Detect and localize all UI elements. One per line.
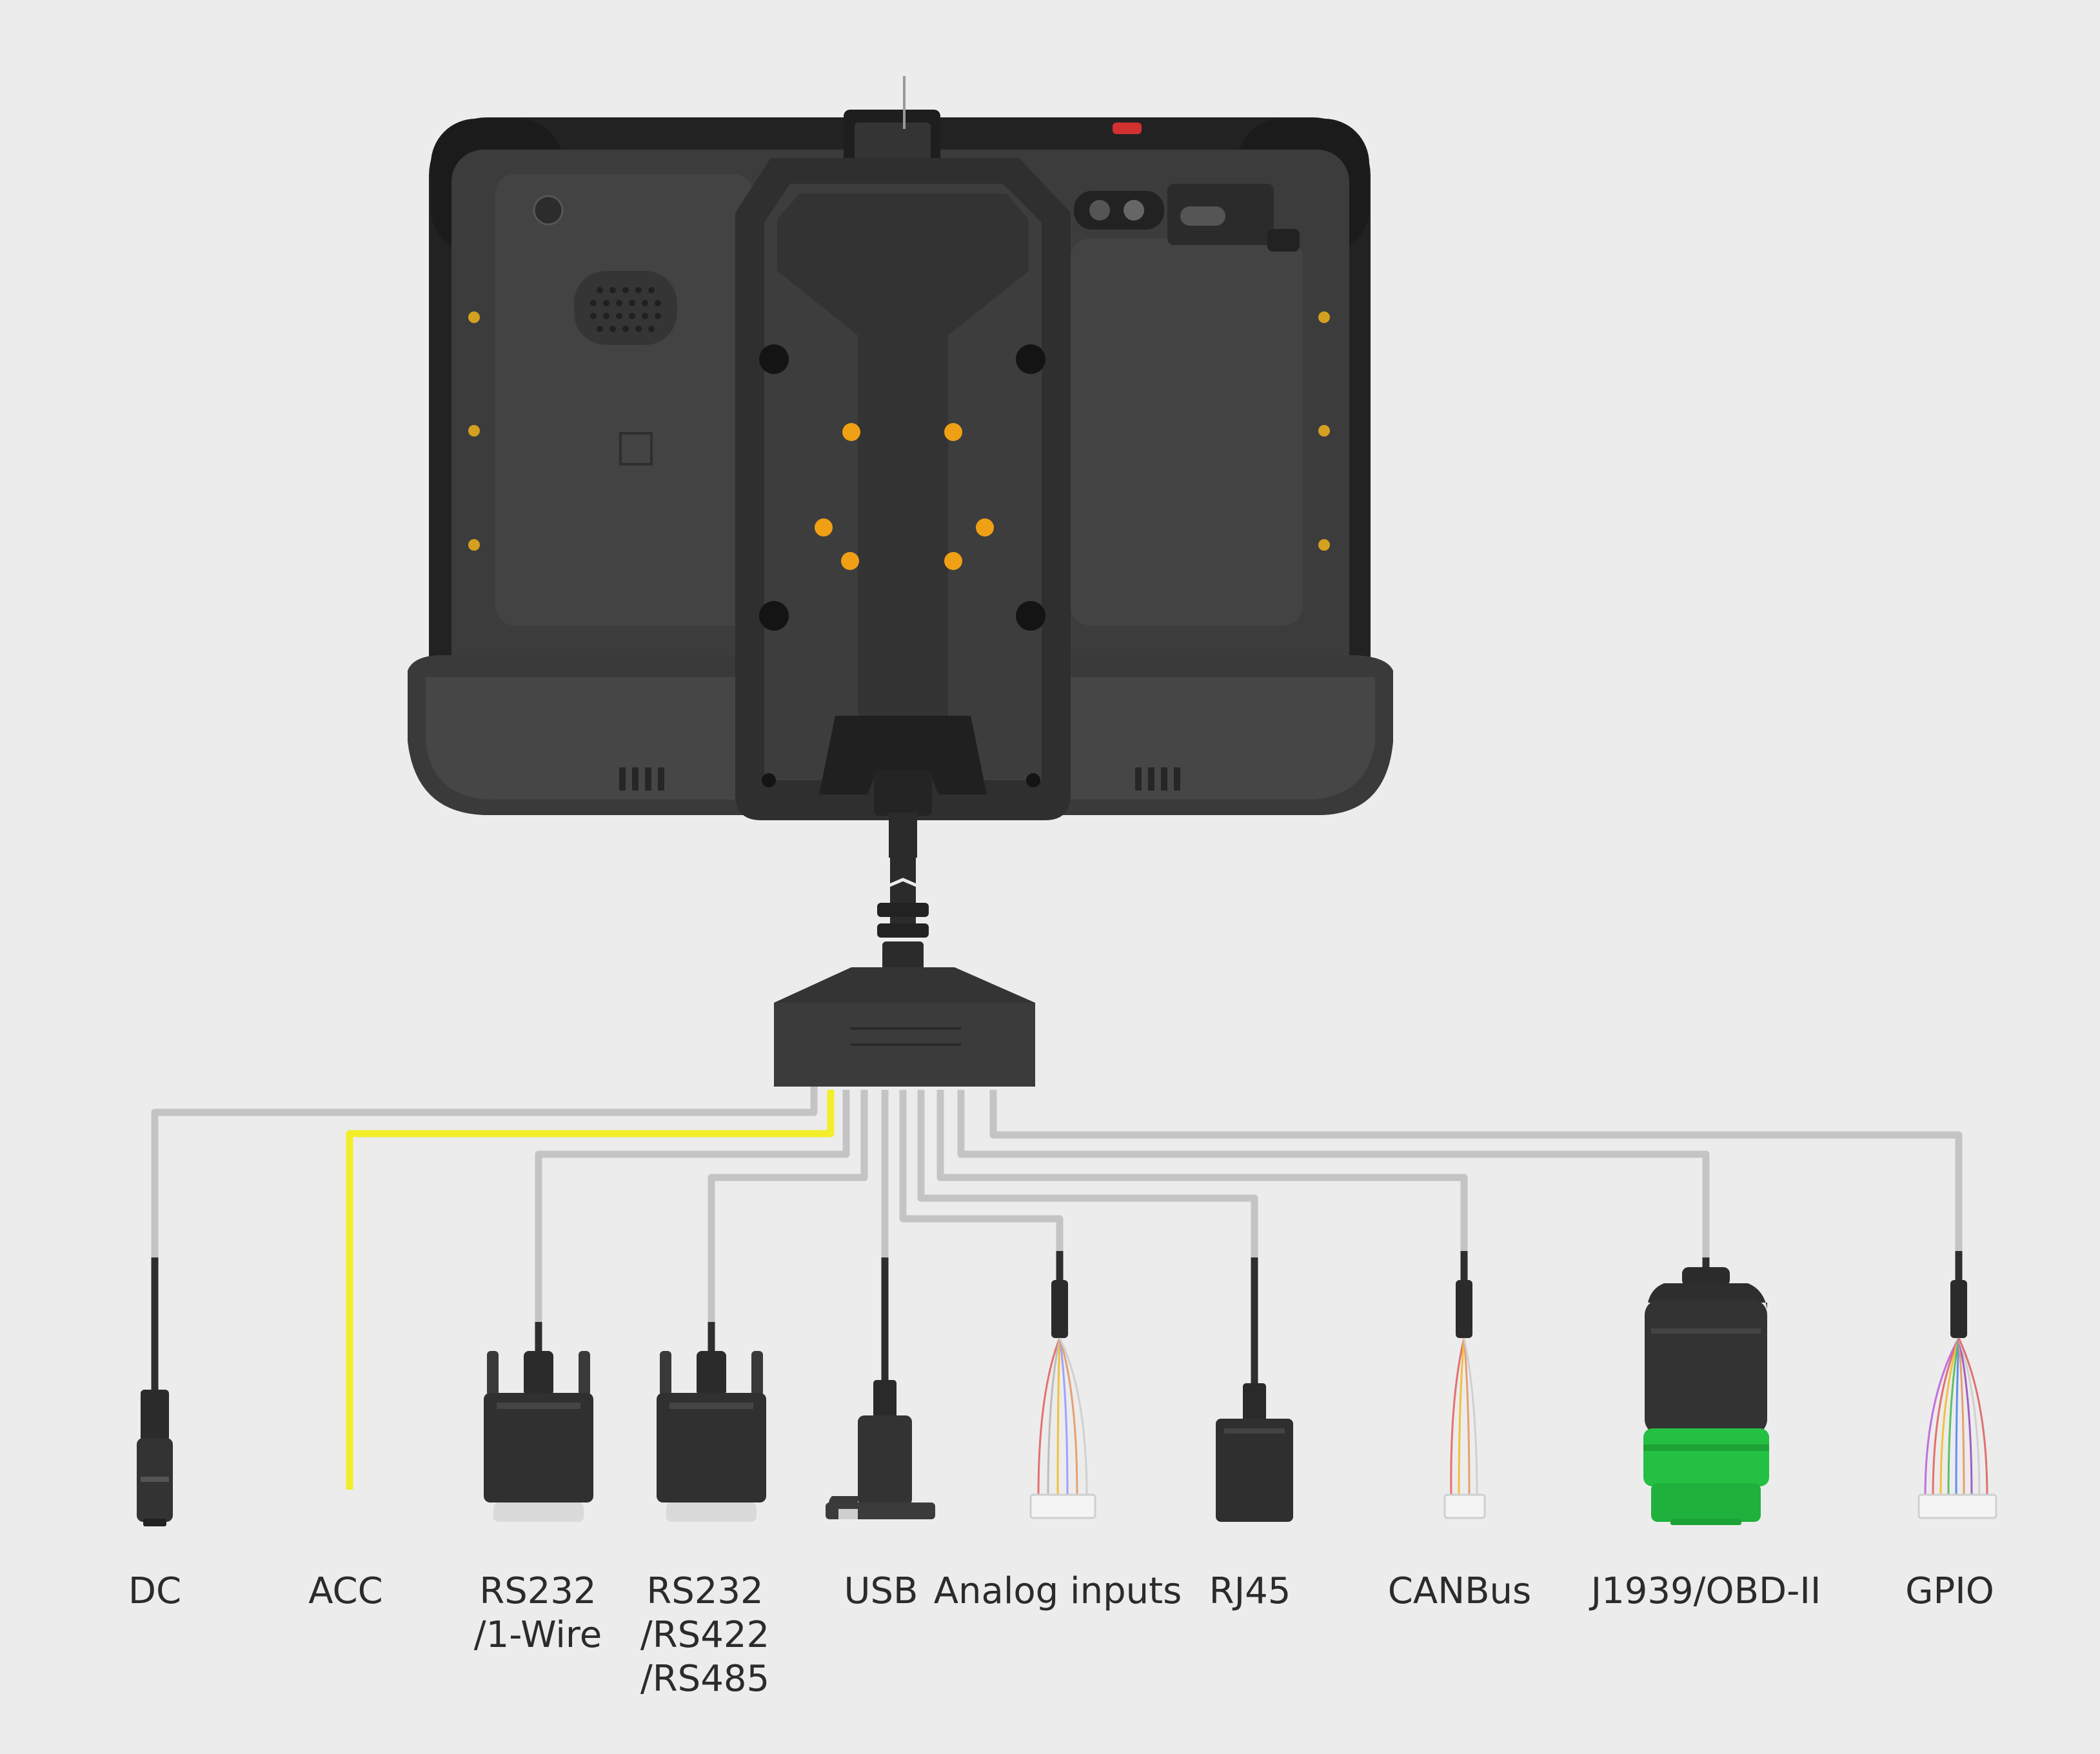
cable-dc [151,1087,818,1257]
mount-ridge [777,193,1029,729]
cable-break-mark [884,878,922,889]
camera-lens [1089,200,1110,221]
obd-connector-icon [1643,1267,1769,1525]
cable-acc [346,1090,835,1257]
latch-tab [1267,229,1300,251]
cable-rj45 [917,1090,1258,1257]
camera-module [1074,191,1164,230]
wire-harness-connector-icon [1029,1280,1096,1519]
connector-label-rj45: RJ45 [1209,1570,1291,1612]
rugged-tablet [408,76,1393,820]
mount-bolt-holes [759,344,1045,787]
connector-label-j1939-obd2: J1939/OBD-II [1590,1570,1821,1612]
connector-label-gpio: GPIO [1905,1570,1994,1612]
round-button [533,195,564,226]
cradle-wing-right [1064,677,1375,800]
db9-connector-icon [484,1351,593,1522]
dark-cable-ends [151,1251,1963,1393]
red-key [1113,123,1142,134]
right-texture-panel [1071,239,1303,626]
cable-rs232-1wire [535,1090,850,1322]
cradle-wing-left [426,677,742,800]
connector-label-usb: USB [844,1570,918,1612]
cable-exit-housing [819,716,987,794]
cable-canbus [936,1090,1468,1251]
dc-barrel-connector-icon [137,1390,173,1526]
cable-rs232-rs422 [708,1090,868,1322]
cradle-vents [619,767,1180,791]
cable-analog [899,1090,1064,1251]
cable-gpio [989,1090,1963,1251]
slide-switch [1180,206,1225,226]
y-splitter-hub [774,967,1035,1087]
pogo-pins [815,423,994,570]
rj45-connector-icon [1216,1383,1293,1522]
wire-harness-connector-icon [1443,1280,1486,1519]
connector-label-analog-inputs: Analog inputs [933,1570,1182,1612]
connector-label-acc: ACC [308,1570,383,1612]
branch-cables [151,1087,1963,1322]
camera-flash [1124,200,1144,221]
db9-connector-icon [657,1351,766,1522]
connector-label-dc: DC [128,1570,182,1612]
speaker-grille [574,271,677,345]
wire-harness-connector-icon [1917,1280,1997,1519]
left-texture-panel [495,174,753,626]
connector-label-rs232-1wire: RS232 /1-Wire [473,1570,602,1656]
side-screws-right [1318,311,1330,551]
nfc-mark [619,432,653,466]
side-screws-left [468,311,480,551]
connector-label-rs232-rs422-rs485: RS232 /RS422 /RS485 [640,1570,770,1700]
cable-j1939 [957,1090,1710,1257]
usb-connector-icon [826,1380,935,1519]
connector-label-canbus: CANBus [1387,1570,1532,1612]
main-cable [877,813,929,980]
